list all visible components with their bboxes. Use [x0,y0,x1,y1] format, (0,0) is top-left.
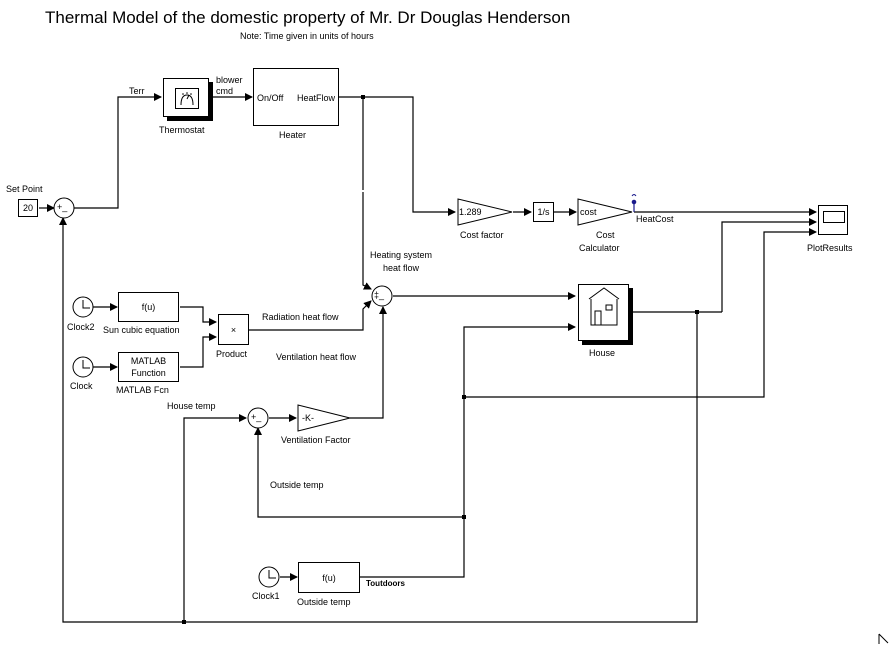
clock2-label: Clock2 [67,322,95,332]
outside-temp-label: Outside temp [297,597,351,607]
signal-house-temp: House temp [167,401,216,411]
ventilation-factor-value[interactable]: -K- [302,413,314,423]
ventilation-factor-label: Ventilation Factor [281,435,351,445]
sum-setpoint-circle [53,197,75,219]
outside-temp-value: f(u) [322,572,336,583]
set-point-block[interactable]: 20 [18,199,38,217]
sun-cubic-label: Sun cubic equation [103,325,180,335]
matlab-fcn-label: MATLAB Fcn [116,385,169,395]
heater-block[interactable]: On/Off HeatFlow [253,68,339,126]
wire-ventilation [350,306,387,419]
heater-in-port: On/Off [257,93,284,103]
sum-heat-signs[interactable]: ‡_ [374,290,385,300]
wire-toutdoors [360,323,576,578]
integrator-value: 1/s [537,207,550,217]
set-point-value: 20 [22,203,33,213]
ventilation-factor-triangle [297,404,351,432]
cost-factor-label: Cost factor [460,230,504,240]
plot-results-label: PlotResults [807,243,853,253]
wire-radiation [248,300,372,331]
scope-screen-icon [823,211,845,223]
cost-calculator-value[interactable]: cost [580,207,597,217]
signal-terr: Terr [129,86,145,96]
signal-radiation: Radiation heat flow [262,312,339,322]
sum-heat-circle [371,285,393,307]
wire-terr [74,93,162,209]
signal-heatcost: HeatCost [636,214,674,224]
sum-setpoint-signs[interactable]: +_ [57,202,68,212]
signal-outside-temp: Outside temp [270,480,324,490]
sun-cubic-value: f(u) [141,302,156,312]
heater-out-port: HeatFlow [296,93,335,103]
cost-calculator-triangle [577,198,633,226]
signal-ventilation: Ventilation heat flow [276,352,357,362]
thermostat-dial-icon [175,88,199,109]
sum-vent-circle [247,407,269,429]
house-icon [588,287,620,326]
test-point-icon [631,194,637,212]
set-point-label: Set Point [6,184,43,194]
diagram-note: Note: Time given in units of hours [240,31,374,41]
product-icon: × [230,324,237,335]
plot-results-scope[interactable] [818,205,848,235]
thermostat-block[interactable] [163,78,209,117]
thermostat-label: Thermostat [159,125,205,135]
clock-label: Clock [70,381,93,391]
wire-heatflow [338,96,456,216]
house-label: House [589,348,616,358]
product-label: Product [216,349,248,359]
diagram-title: Thermal Model of the domestic property o… [45,8,571,27]
product-block[interactable]: × [218,314,249,345]
cost-factor-triangle [457,198,513,226]
outside-temp-block[interactable]: f(u) [298,562,360,593]
signal-toutdoors: Toutdoors [366,579,405,588]
house-block[interactable] [578,284,629,341]
integrator-block[interactable]: 1/s [533,202,554,222]
wire-plot-in2 [721,218,817,312]
sun-cubic-block[interactable]: f(u) [118,292,179,322]
cost-factor-value[interactable]: 1.289 [459,207,482,217]
sum-vent-signs[interactable]: +_ [251,412,262,422]
cursor-icon [878,633,889,644]
clock1-label: Clock1 [252,591,280,601]
wire-plot-in3 [465,228,817,398]
heater-label: Heater [279,130,307,140]
